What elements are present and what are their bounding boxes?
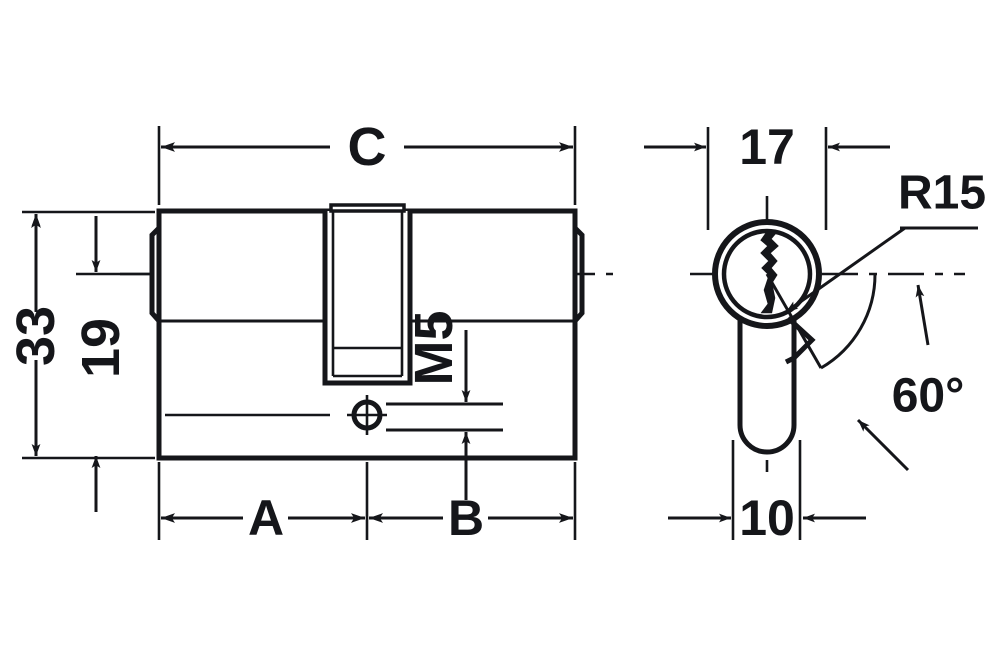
left-plug-boss — [149, 226, 161, 323]
dimension-60-arrow-upper — [915, 284, 930, 346]
dimension-33-label: 33 — [6, 306, 66, 366]
dimension-M5: M5 — [404, 310, 471, 500]
side-view-body — [149, 203, 585, 461]
cam-collar — [329, 203, 406, 213]
dimension-19: 19 — [71, 216, 131, 512]
dimension-10: 10 — [668, 490, 866, 546]
dimension-A: A — [161, 490, 365, 546]
dimension-C-label: C — [348, 117, 387, 177]
dimension-33: 33 — [6, 214, 66, 456]
dimension-R15: R15 — [785, 167, 986, 314]
dimension-A-label: A — [248, 490, 284, 546]
dimension-10-label: 10 — [739, 490, 795, 546]
dimension-60-arrow-lower — [856, 418, 910, 472]
dimension-19-label: 19 — [71, 318, 131, 378]
fixing-screw-hole — [165, 395, 503, 435]
dimension-R15-leader — [785, 226, 906, 314]
dimension-60deg: 60° — [765, 273, 965, 472]
cam-lug-tail — [784, 355, 796, 365]
dimension-R15-label: R15 — [898, 167, 986, 220]
dimension-60-arc — [820, 273, 877, 370]
dimension-M5-label: M5 — [404, 310, 464, 385]
side-view-extension-lines — [22, 126, 577, 540]
end-view-extension-lines — [706, 127, 828, 540]
right-plug-boss — [573, 226, 585, 323]
cam-block-outline — [322, 211, 413, 386]
dimension-C: C — [161, 117, 573, 177]
dimension-60-radial — [765, 273, 823, 369]
dimension-17-label: 17 — [739, 119, 795, 175]
dimension-17: 17 — [644, 119, 890, 175]
keyway-slot — [760, 231, 779, 314]
dimension-60-label: 60° — [892, 370, 965, 423]
end-view-profile — [712, 219, 822, 455]
